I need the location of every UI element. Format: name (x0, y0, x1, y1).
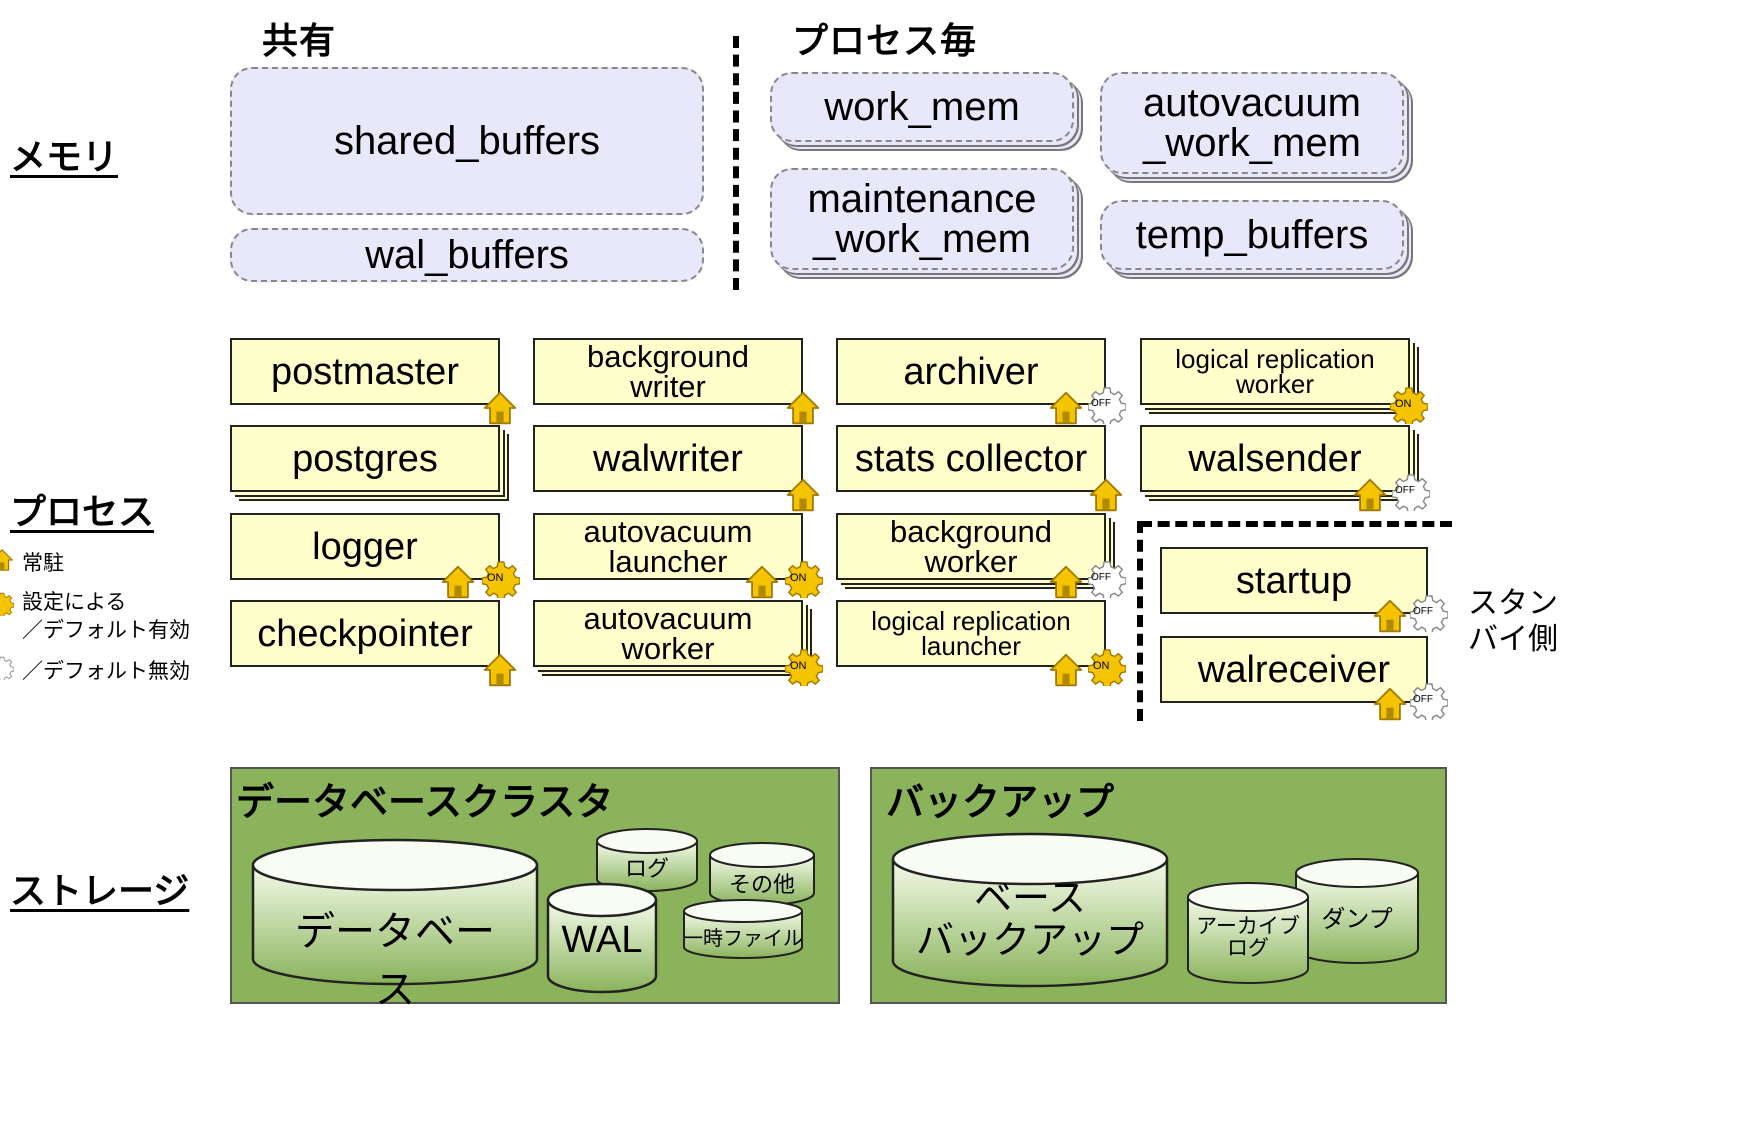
database-cylinder-icon (251, 838, 539, 986)
storage-backup-title: バックアップ (886, 780, 1115, 824)
cylinder-label-dump: ダンプ (1321, 905, 1393, 933)
memory-temp-buffers: temp_buffers (1100, 200, 1404, 270)
cylinder-label-database: データベース (295, 909, 495, 1013)
gear-on-icon (0, 592, 14, 616)
cylinder-label-base-backup: ベース バックアップ (915, 876, 1144, 962)
row-label-memory: メモリ (10, 137, 119, 178)
gear-off-icon (0, 656, 14, 680)
process-startup: startup (1160, 547, 1428, 614)
process-background-writer: background writer (533, 338, 803, 405)
shared-header: 共有 (262, 21, 337, 62)
temp-file-cylinder-icon (683, 899, 803, 959)
process-checkpointer: checkpointer (230, 600, 500, 667)
row-label-storage: ストレージ (10, 871, 190, 912)
process-walsender: walsender (1140, 425, 1410, 492)
house-icon (0, 548, 14, 572)
house-icon (785, 390, 821, 426)
badge-off-text: OFF (1395, 485, 1415, 496)
memory-shared-buffers: shared_buffers (230, 67, 704, 215)
cylinder-label-other: その他 (728, 873, 795, 898)
house-icon (1372, 598, 1408, 634)
process-logical-replication-worker: logical replication worker (1140, 338, 1410, 405)
house-icon (744, 564, 780, 600)
standby-label: スタン バイ側 (1468, 586, 1558, 657)
process-stats-collector: stats collector (836, 425, 1106, 492)
legend-default-on: 設定による ／デフォルト有効 (22, 590, 190, 642)
house-icon (1048, 564, 1084, 600)
badge-on-text: ON (790, 660, 807, 672)
row-label-process: プロセス (10, 492, 155, 533)
legend-resident: 常駐 (22, 551, 64, 575)
house-icon (785, 477, 821, 513)
storage-backup-panel: バックアップ ベース バックアップ ダンプ アーカイブ ログ (870, 767, 1447, 1004)
cylinder-label-wal: WAL (561, 919, 643, 961)
badge-on-text: ON (1093, 660, 1110, 672)
memory-divider (733, 36, 739, 290)
base-backup-cylinder-icon (891, 832, 1169, 988)
process-logical-replication-launcher: logical replication launcher (836, 600, 1106, 667)
memory-autovacuum-work-mem: autovacuum _work_mem (1100, 72, 1404, 174)
badge-on-text: ON (487, 572, 504, 584)
cylinder-label-archive-log: アーカイブ ログ (1196, 914, 1300, 960)
wal-cylinder-icon (546, 882, 658, 994)
process-postmaster: postmaster (230, 338, 500, 405)
cylinder-label-temp-file: 一時ファイル (683, 926, 803, 950)
process-archiver: archiver (836, 338, 1106, 405)
badge-on-text: ON (790, 572, 807, 584)
house-icon (482, 652, 518, 688)
process-autovacuum-launcher: autovacuum launcher (533, 513, 803, 580)
memory-wal-buffers: wal_buffers (230, 228, 704, 282)
dump-cylinder-icon (1295, 858, 1419, 964)
storage-cluster-title: データベースクラスタ (236, 780, 614, 824)
badge-off-text: OFF (1091, 398, 1111, 409)
badge-on-text: ON (1395, 398, 1412, 410)
badge-off-text: OFF (1413, 606, 1433, 617)
house-icon (1088, 477, 1124, 513)
house-icon (1048, 390, 1084, 426)
memory-work-mem: work_mem (770, 72, 1074, 142)
house-icon (440, 564, 476, 600)
process-walwriter: walwriter (533, 425, 803, 492)
log-cylinder-icon (596, 828, 698, 892)
process-walreceiver: walreceiver (1160, 636, 1428, 703)
house-icon (482, 390, 518, 426)
process-autovacuum-worker: autovacuum worker (533, 600, 803, 667)
standby-boundary-left (1137, 521, 1143, 721)
house-icon (1352, 477, 1388, 513)
legend-default-off: ／デフォルト無効 (22, 659, 190, 683)
badge-off-text: OFF (1413, 694, 1433, 705)
memory-maintenance-work-mem: maintenance _work_mem (770, 168, 1074, 270)
process-background-worker: background worker (836, 513, 1106, 580)
standby-boundary-top (1140, 521, 1452, 527)
badge-off-text: OFF (1091, 572, 1111, 583)
archive-log-cylinder-icon (1187, 882, 1309, 984)
process-postgres: postgres (230, 425, 500, 492)
house-icon (1372, 686, 1408, 722)
cylinder-label-log: ログ (624, 857, 669, 882)
process-logger: logger (230, 513, 500, 580)
storage-cluster-panel: データベースクラスタ データベース ログ その他 WAL 一時ファイル (230, 767, 840, 1013)
per-process-header: プロセス毎 (792, 21, 978, 62)
house-icon (1048, 652, 1084, 688)
